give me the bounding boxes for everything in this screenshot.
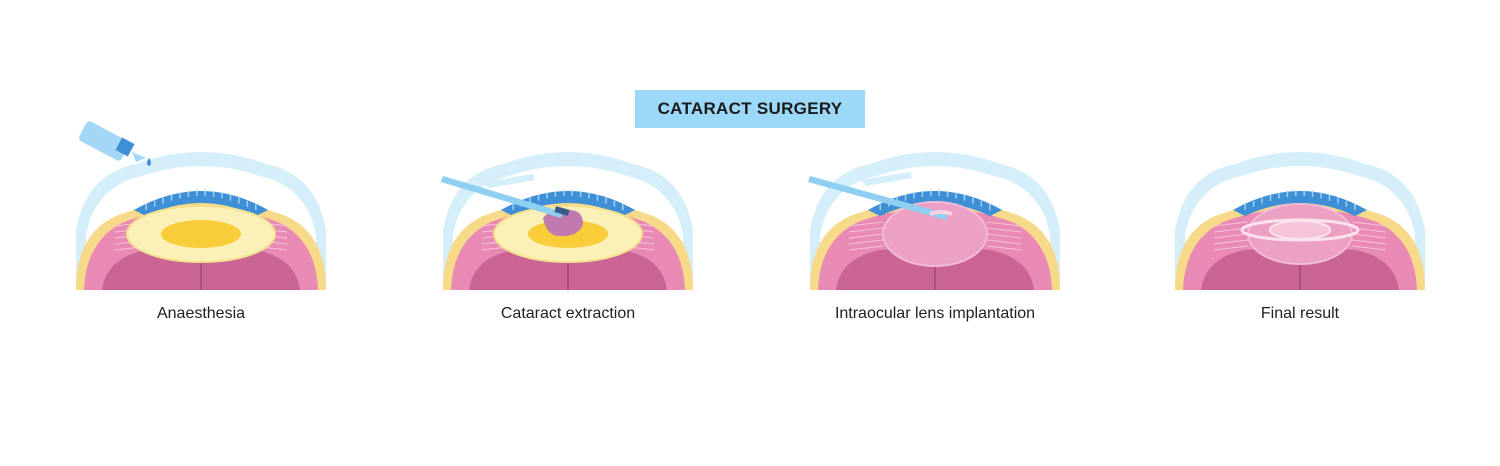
drop-icon (147, 158, 151, 166)
iris (868, 191, 1002, 216)
zonule-fiber (848, 239, 884, 245)
title-banner: CATARACT SURGERY (635, 90, 865, 128)
zonule-fiber (1213, 245, 1249, 251)
zonule-fiber (1351, 233, 1387, 239)
zonule-fiber (848, 227, 884, 233)
zonule-fiber (1351, 221, 1387, 227)
iris (1233, 191, 1367, 216)
stage-anaesthesia: Anaesthesia (76, 110, 326, 330)
intraocular-lens (1269, 220, 1331, 240)
iris (134, 191, 268, 216)
cataract-fragment (543, 209, 583, 237)
stage-caption: Final result (1260, 305, 1340, 322)
zonule-fiber (986, 221, 1022, 227)
capsule-bag (882, 201, 988, 267)
eye-illustration (441, 152, 693, 290)
zonule-fiber (986, 233, 1022, 239)
zonule-fiber (1213, 221, 1249, 227)
stage-final-result: Final result (1175, 110, 1425, 330)
stage-cataract-extraction: Cataract extraction (441, 110, 693, 330)
zonule-fiber (986, 239, 1022, 245)
zonule-fiber (1213, 239, 1249, 245)
iol-lens-folded (929, 210, 953, 216)
zonule-fiber (848, 245, 884, 251)
zonule-fiber (848, 221, 884, 227)
eye-illustration (76, 121, 326, 290)
eye-illustration (808, 152, 1060, 290)
lens-nucleus (161, 220, 241, 248)
stage-caption: Cataract extraction (500, 305, 636, 322)
zonule-fiber (1351, 239, 1387, 245)
zonule-fiber (1351, 245, 1387, 251)
stage-caption: Intraocular lens implantation (834, 305, 1036, 322)
iris (501, 191, 635, 216)
eye-drop-bottle-icon (79, 121, 151, 166)
injector-icon (808, 172, 953, 220)
stage-caption: Anaesthesia (156, 305, 246, 322)
phaco-probe-icon (441, 174, 570, 218)
zonule-fiber (986, 227, 1022, 233)
diagram-title: CATARACT SURGERY (657, 99, 843, 118)
eye-illustration (1175, 152, 1425, 290)
zonule-fiber (848, 233, 884, 239)
zonule-fiber (1213, 233, 1249, 239)
stage-iol-implantation: Intraocular lens implantation (808, 110, 1060, 330)
zonule-fiber (986, 245, 1022, 251)
